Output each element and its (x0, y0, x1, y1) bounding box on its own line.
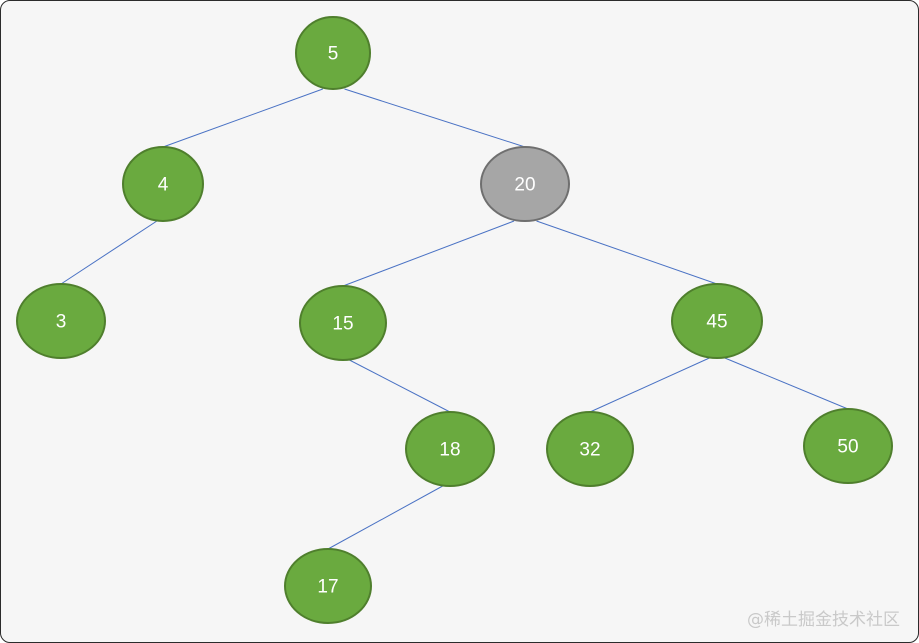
edge-n20-n45 (536, 220, 718, 285)
node-label: 15 (332, 314, 353, 335)
node-label: 32 (579, 440, 600, 461)
node-circle (405, 411, 495, 487)
tree-node-32: 32 (546, 411, 634, 487)
node-circle (546, 411, 634, 487)
node-circle (284, 548, 372, 624)
edge-n45-n50 (724, 357, 849, 410)
tree-node-15: 15 (299, 285, 387, 361)
edge-n15-n18 (349, 359, 451, 413)
edge-n45-n32 (589, 357, 710, 413)
tree-node-17: 17 (284, 548, 372, 624)
tree-node-50: 50 (803, 408, 893, 484)
tree-node-18: 18 (405, 411, 495, 487)
node-label: 45 (706, 312, 727, 333)
node-circle (671, 283, 763, 359)
nodes-layer: 5 4 20 3 15 45 18 32 50 17 (16, 16, 893, 624)
node-label: 4 (158, 175, 169, 196)
node-label: 3 (56, 312, 67, 333)
node-circle (480, 146, 570, 222)
watermark: @稀土掘金技术社区 (747, 610, 900, 630)
node-label: 18 (439, 440, 460, 461)
tree-node-45: 45 (671, 283, 763, 359)
node-circle (299, 285, 387, 361)
tree-node-20: 20 (480, 146, 570, 222)
node-circle (295, 16, 371, 90)
edge-n18-n17 (327, 485, 443, 550)
tree-node-4: 4 (122, 146, 204, 222)
node-label: 50 (837, 437, 858, 458)
edge-n4-n3 (60, 220, 158, 285)
node-label: 20 (514, 175, 535, 196)
edges-layer (60, 88, 849, 550)
node-label: 5 (328, 44, 339, 65)
node-circle (16, 283, 106, 359)
tree-node-5: 5 (295, 16, 371, 90)
edge-n5-n20 (344, 88, 526, 148)
node-circle (803, 408, 893, 484)
node-label: 17 (317, 577, 338, 598)
edge-n20-n15 (342, 220, 515, 287)
node-circle (122, 146, 204, 222)
edge-n5-n4 (162, 88, 323, 148)
tree-node-3: 3 (16, 283, 106, 359)
